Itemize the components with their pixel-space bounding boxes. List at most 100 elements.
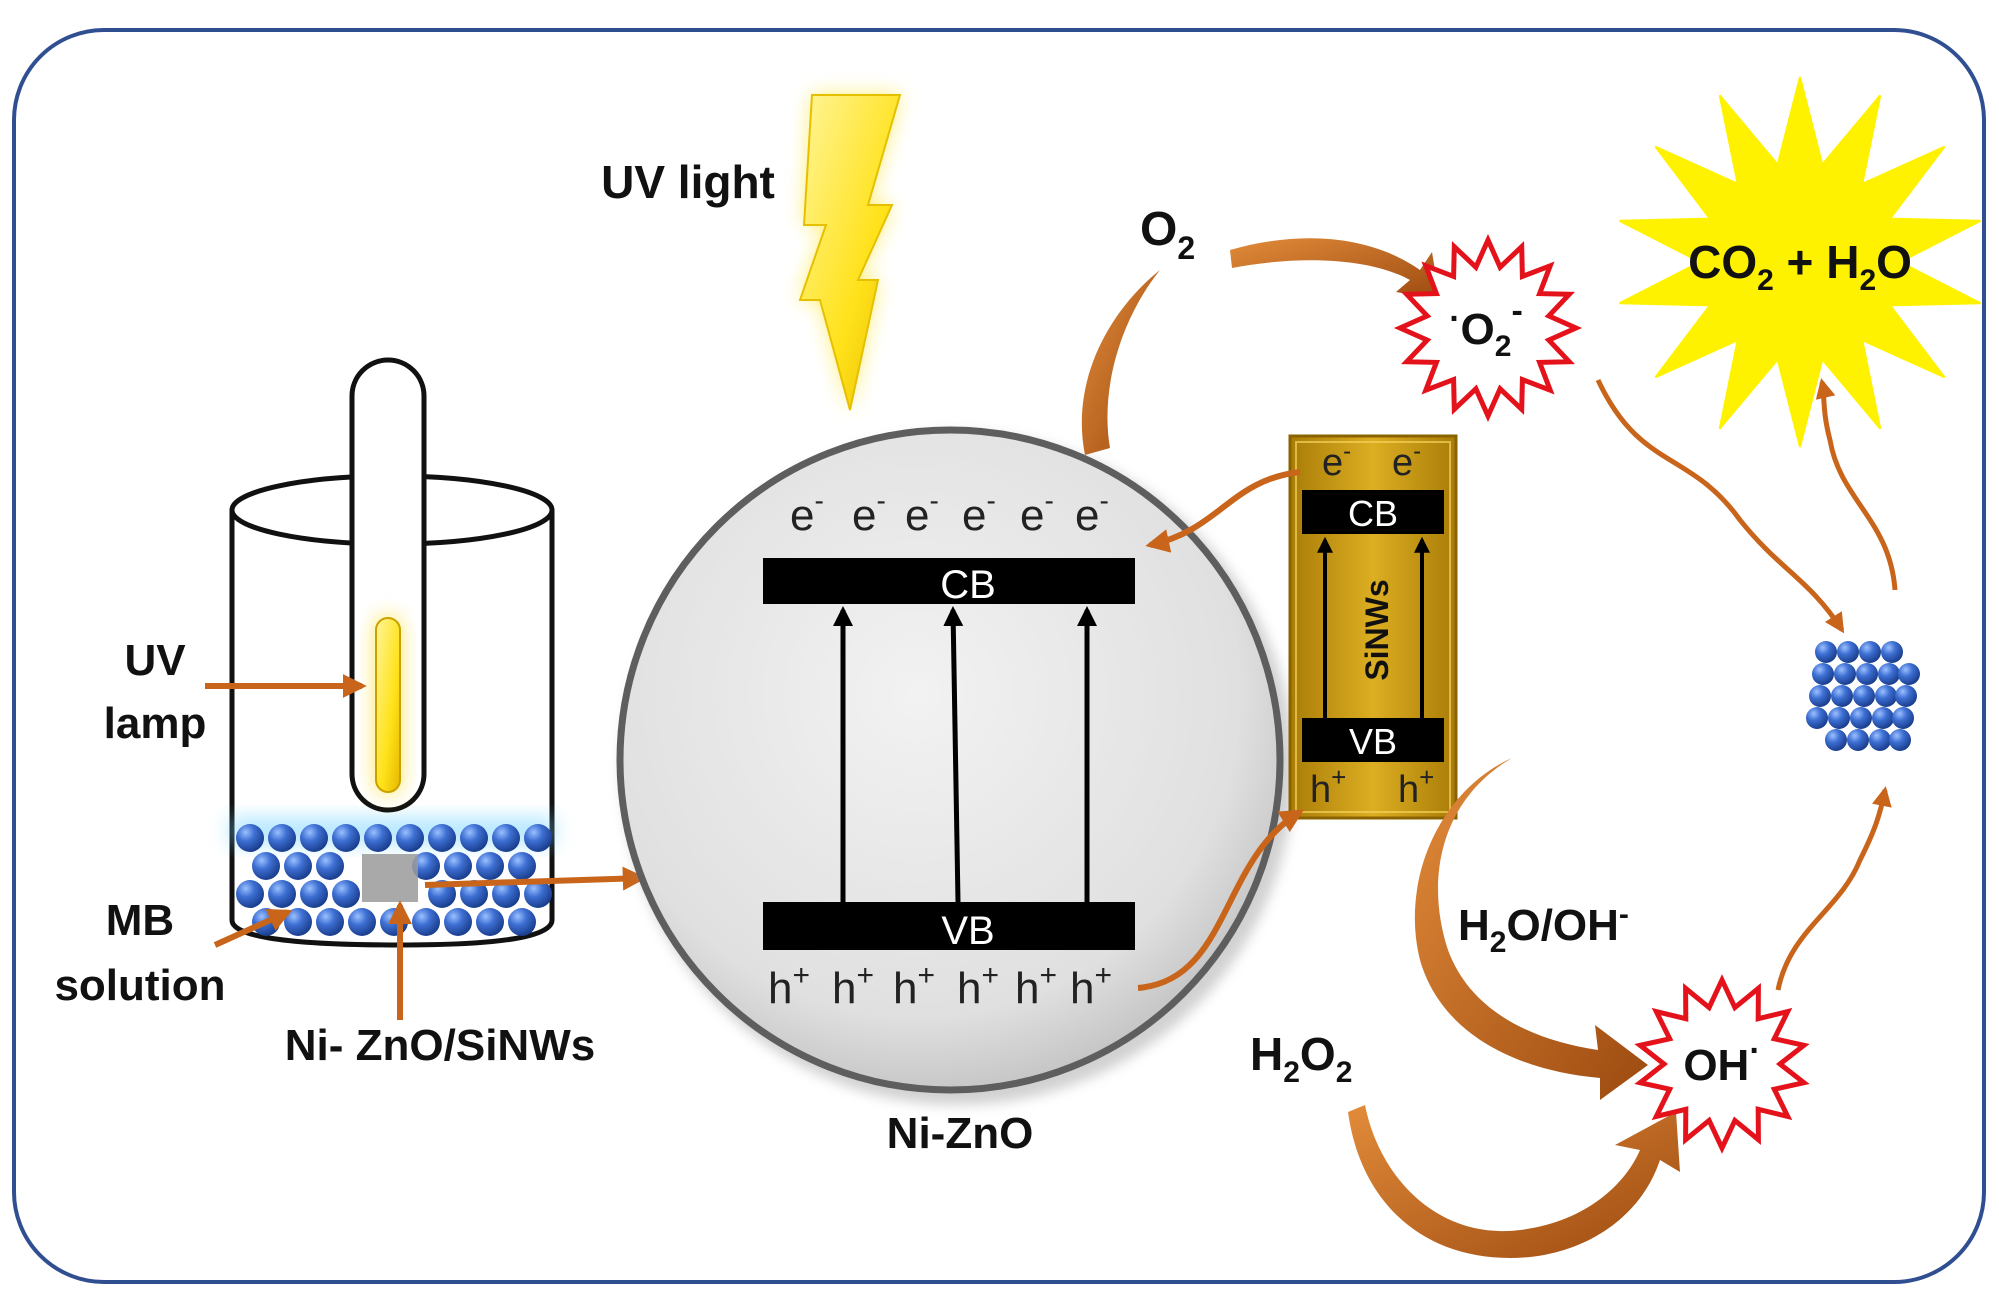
sinws-vb-band (1302, 718, 1444, 762)
svg-text:e-: e- (1075, 485, 1109, 540)
electron: e (1322, 442, 1343, 484)
mb-molecule (300, 880, 328, 908)
mb-molecule (1898, 663, 1920, 685)
hole-charge: + (981, 959, 999, 992)
mb-molecule (1834, 663, 1856, 685)
nizno-cb-band (763, 558, 1135, 604)
mb-molecule (508, 908, 536, 936)
svg-text:e-: e- (1392, 438, 1421, 484)
svg-text:h+: h+ (1015, 959, 1057, 1013)
mb-molecule (1872, 707, 1894, 729)
mb-molecule (412, 852, 440, 880)
hole-charge: + (856, 959, 874, 992)
mb-molecule (1895, 685, 1917, 707)
svg-text:h+: h+ (957, 959, 999, 1013)
mb-molecule (1837, 641, 1859, 663)
hole: h (1070, 964, 1094, 1013)
uv-light-bolt (798, 94, 902, 411)
electron: e (905, 491, 929, 540)
hole: h (1015, 964, 1039, 1013)
nizno-vb-band (763, 902, 1135, 950)
superoxide-sub: 2 (1495, 330, 1512, 363)
mb-molecule (1889, 729, 1911, 751)
electron-charge: - (1343, 438, 1351, 465)
nizno-label: Ni-ZnO (887, 1109, 1034, 1158)
mb-molecule (428, 824, 456, 852)
mb-molecule (236, 824, 264, 852)
h2o2-to-hydroxyl-flow (1348, 1105, 1680, 1258)
uv-lamp-label-line1: UV (124, 636, 186, 685)
mb-molecule (508, 852, 536, 880)
electron-charge: - (1044, 485, 1053, 516)
products-co: CO (1688, 236, 1757, 288)
mb-molecule (364, 824, 392, 852)
mb-molecule (332, 824, 360, 852)
mb-molecule (1869, 729, 1891, 751)
sphere-to-o2-flow (1081, 270, 1160, 455)
mb-molecule (300, 824, 328, 852)
hole: h (893, 964, 917, 1013)
svg-text:h+: h+ (832, 959, 874, 1013)
svg-text:e-: e- (962, 485, 996, 540)
h2o2-sub2: 2 (1336, 1056, 1353, 1089)
hole: h (768, 964, 792, 1013)
superoxide-label: ·O2- (1449, 292, 1523, 363)
sinws-vb-label: VB (1349, 721, 1397, 762)
mb-molecule (1828, 707, 1850, 729)
h2o-oh-label: H2O/OH- (1458, 898, 1629, 959)
sinws-cb-label: CB (1348, 493, 1398, 534)
hole-charge: + (1419, 762, 1434, 792)
mb-molecule (412, 908, 440, 936)
burst-shape (1634, 974, 1810, 1154)
hole: h (957, 964, 981, 1013)
mb-to-products-arrow (1815, 378, 1898, 591)
mb-pointer (213, 908, 293, 948)
products-label: CO2 + H2O (1688, 236, 1912, 297)
nizno-electrons: e- e- e- e- e- e- (790, 485, 1109, 540)
mb-molecule (524, 824, 552, 852)
mb-molecule (492, 824, 520, 852)
mb-molecule (492, 880, 520, 908)
mb-molecule (1878, 663, 1900, 685)
mb-molecule (1859, 641, 1881, 663)
electron-charge: - (876, 485, 885, 516)
electron-charge: - (929, 485, 938, 516)
h2o-base: H (1458, 901, 1490, 950)
mb-molecule (396, 824, 424, 852)
nizno-cb-label: CB (940, 563, 996, 607)
electron-charge: - (1099, 485, 1108, 516)
electron-charge: - (986, 485, 995, 516)
h2o-charge: - (1619, 898, 1629, 931)
mb-molecule (476, 908, 504, 936)
superoxide-base: O (1461, 305, 1495, 354)
nizno-holes: h+ h+ h+ h+ h+ h+ (768, 959, 1112, 1013)
mb-molecule (1892, 707, 1914, 729)
hydroxyl-dot: · (1749, 1032, 1760, 1070)
svg-text:e-: e- (1020, 485, 1054, 540)
h2o2-o: O (1300, 1028, 1336, 1080)
products-co-sub: 2 (1757, 264, 1774, 297)
mb-molecule (1825, 729, 1847, 751)
mb-molecule (284, 852, 312, 880)
mb-molecule (444, 852, 472, 880)
o2-to-superoxide-arrow (1230, 238, 1440, 300)
svg-text:h+: h+ (1070, 959, 1112, 1013)
hole-charge: + (792, 959, 810, 992)
mb-molecule (460, 880, 488, 908)
mb-molecule (236, 880, 264, 908)
mb-molecule (316, 852, 344, 880)
electron: e (852, 491, 876, 540)
hydroxyl-base: OH (1683, 1041, 1749, 1090)
hole-charge: + (1331, 762, 1346, 792)
mb-label-line2: solution (54, 961, 225, 1010)
mb-molecule (1809, 685, 1831, 707)
uv-light-label: UV light (601, 156, 775, 208)
mb-molecule (444, 908, 472, 936)
sinws-label: SiNWs (1359, 579, 1395, 680)
electron: e (1075, 491, 1099, 540)
svg-text:e-: e- (852, 485, 886, 540)
catalyst-label: Ni- ZnO/SiNWs (285, 1021, 595, 1070)
mb-molecule (268, 880, 296, 908)
electron: e (1020, 491, 1044, 540)
